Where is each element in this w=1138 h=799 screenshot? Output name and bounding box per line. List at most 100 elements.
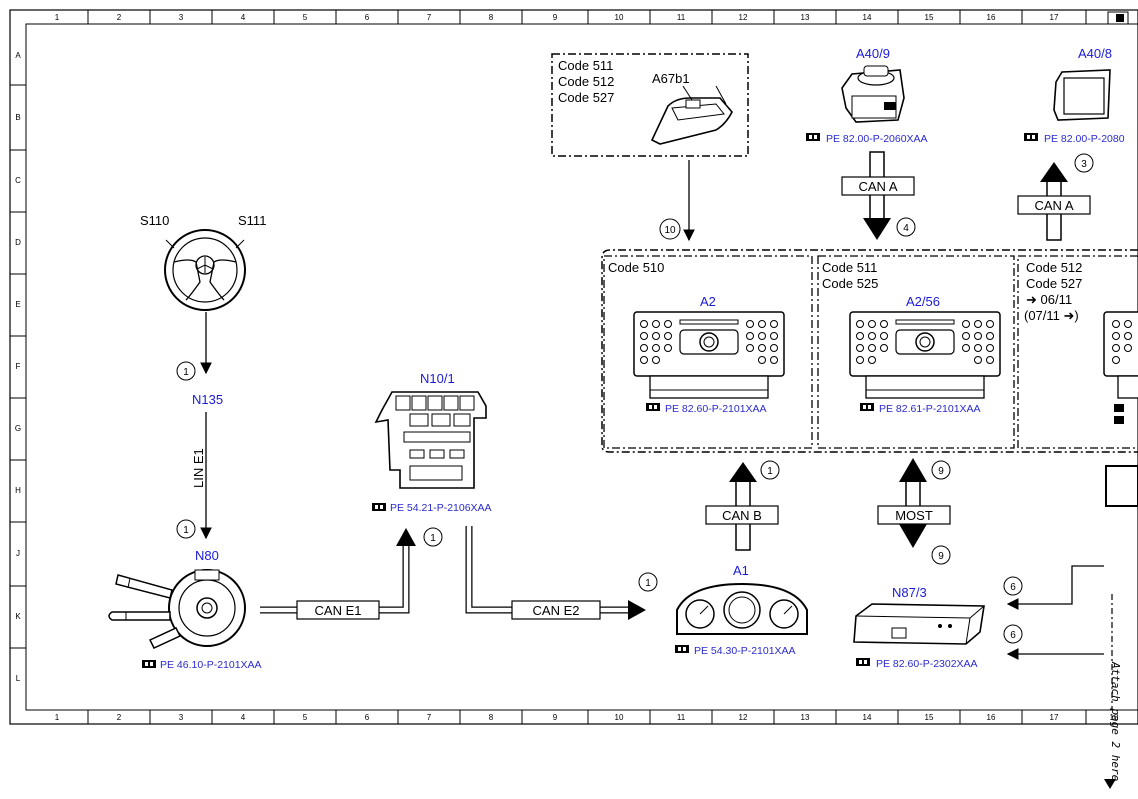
ref-a1: PE 54.30-P-2101XAA <box>694 645 796 657</box>
code-top-1: Code 511 <box>558 58 613 73</box>
marker-label: 6 <box>1010 582 1016 593</box>
col-label: 6 <box>365 713 370 722</box>
col-label: 18 <box>1110 713 1119 722</box>
marker-circle <box>896 217 916 237</box>
col-label: 14 <box>863 13 872 22</box>
ref-a40-9: PE 82.00-P-2060XAA <box>826 133 928 145</box>
code-top-3: Code 527 <box>558 90 614 105</box>
bus-most: MOST <box>895 508 933 523</box>
row-label: L <box>16 674 21 683</box>
bus-lin-e1: LIN E1 <box>191 448 206 488</box>
label-a40-8: A40/8 <box>1078 46 1112 61</box>
col-label: 16 <box>987 13 996 22</box>
ref-a2-56: PE 82.61-P-2101XAA <box>879 403 981 415</box>
controller-icon <box>841 65 905 123</box>
marker-circle <box>1003 576 1023 596</box>
instrument-cluster-icon <box>676 582 808 635</box>
col-label: 11 <box>677 13 686 22</box>
col-label: 16 <box>987 713 996 722</box>
head-unit-partial-icon <box>1103 311 1138 424</box>
head-unit-a2-56-icon <box>849 311 1001 399</box>
bus-can-b: CAN B <box>722 508 762 523</box>
col-label: 6 <box>365 13 370 22</box>
label-a2-56: A2/56 <box>906 294 940 309</box>
drawing-frame <box>9 9 1138 725</box>
col-label: 3 <box>179 13 184 22</box>
marker-label: 1 <box>645 578 651 589</box>
label-n10-1: N10/1 <box>420 371 455 386</box>
marker-label: 10 <box>664 225 676 236</box>
col-label: 12 <box>739 13 748 22</box>
col-label: 14 <box>863 713 872 722</box>
code-right-4: (07/11 ➜) <box>1024 308 1079 323</box>
code-top-2: Code 512 <box>558 74 614 89</box>
code-a2-56-1: Code 511 <box>822 260 877 275</box>
marker-label: 1 <box>183 367 189 378</box>
label-n80: N80 <box>195 548 219 563</box>
marker-circle <box>659 218 681 240</box>
col-label: 10 <box>615 13 624 22</box>
label-a67b1: A67b1 <box>652 71 690 86</box>
label-a40-9: A40/9 <box>856 46 890 61</box>
row-label: D <box>15 238 21 247</box>
row-label: H <box>15 486 21 495</box>
ref-n80: PE 46.10-P-2101XAA <box>160 659 262 671</box>
col-label: 10 <box>615 713 624 722</box>
handwritten-note: Attach page 2 here <box>1109 661 1122 782</box>
row-label: K <box>15 612 21 621</box>
marker-label: 1 <box>767 466 773 477</box>
row-label: B <box>15 113 20 122</box>
marker-label: 1 <box>430 533 436 544</box>
col-label: 7 <box>427 713 432 722</box>
col-label: 7 <box>427 13 432 22</box>
col-label: 1 <box>55 713 60 722</box>
label-s110: S110 <box>140 213 169 228</box>
col-label: 4 <box>241 713 246 722</box>
display-icon <box>1053 69 1111 121</box>
bus-can-e2: CAN E2 <box>533 603 580 618</box>
marker-circle <box>1003 624 1023 644</box>
col-label: 2 <box>117 13 122 22</box>
row-label: C <box>15 176 21 185</box>
column-labels-top: 1 2 3 4 5 6 7 8 9 10 11 12 13 14 15 16 1… <box>55 13 1119 22</box>
marker-label: 1 <box>183 525 189 536</box>
col-label: 4 <box>241 13 246 22</box>
row-label: G <box>15 424 21 433</box>
column-labels-bottom: 1 2 3 4 5 6 7 8 9 10 11 12 13 14 15 16 1… <box>55 713 1119 722</box>
col-label: 1 <box>55 13 60 22</box>
bus-can-e1: CAN E1 <box>315 603 362 618</box>
sam-module-icon <box>374 391 487 489</box>
marker-circle <box>423 527 443 547</box>
label-s111: S111 <box>238 213 266 228</box>
col-label: 8 <box>489 13 494 22</box>
marker-circle <box>931 545 951 565</box>
code-a2-56-2: Code 525 <box>822 276 878 291</box>
bus-can-a-right: CAN A <box>1034 198 1073 213</box>
ref-n87-3: PE 82.60-P-2302XAA <box>876 658 978 670</box>
bus-can-a-left: CAN A <box>858 179 897 194</box>
col-label: 15 <box>925 13 934 22</box>
col-label: 3 <box>179 713 184 722</box>
label-a1: A1 <box>733 563 749 578</box>
steering-column-module-icon <box>108 569 246 649</box>
marker-label: 9 <box>938 466 944 477</box>
row-labels: A B C D E F G H J K L <box>15 51 21 683</box>
col-label: 11 <box>677 713 686 722</box>
row-label: A <box>15 51 21 60</box>
marker-label: 4 <box>903 223 909 234</box>
head-unit-a2-icon <box>633 311 785 399</box>
code-right-3: ➜ 06/11 <box>1026 292 1072 307</box>
label-n135: N135 <box>192 392 223 407</box>
marker-label: 3 <box>1081 159 1087 170</box>
code-right-1: Code 512 <box>1026 260 1082 275</box>
col-label: 2 <box>117 713 122 722</box>
marker-label: 6 <box>1010 630 1016 641</box>
marker-circle <box>931 460 951 480</box>
marker-circle <box>638 572 658 592</box>
label-a2: A2 <box>700 294 716 309</box>
marker-label: 9 <box>938 551 944 562</box>
code-right-2: Code 527 <box>1026 276 1082 291</box>
marker-circle <box>1074 153 1094 173</box>
col-label: 5 <box>303 13 308 22</box>
